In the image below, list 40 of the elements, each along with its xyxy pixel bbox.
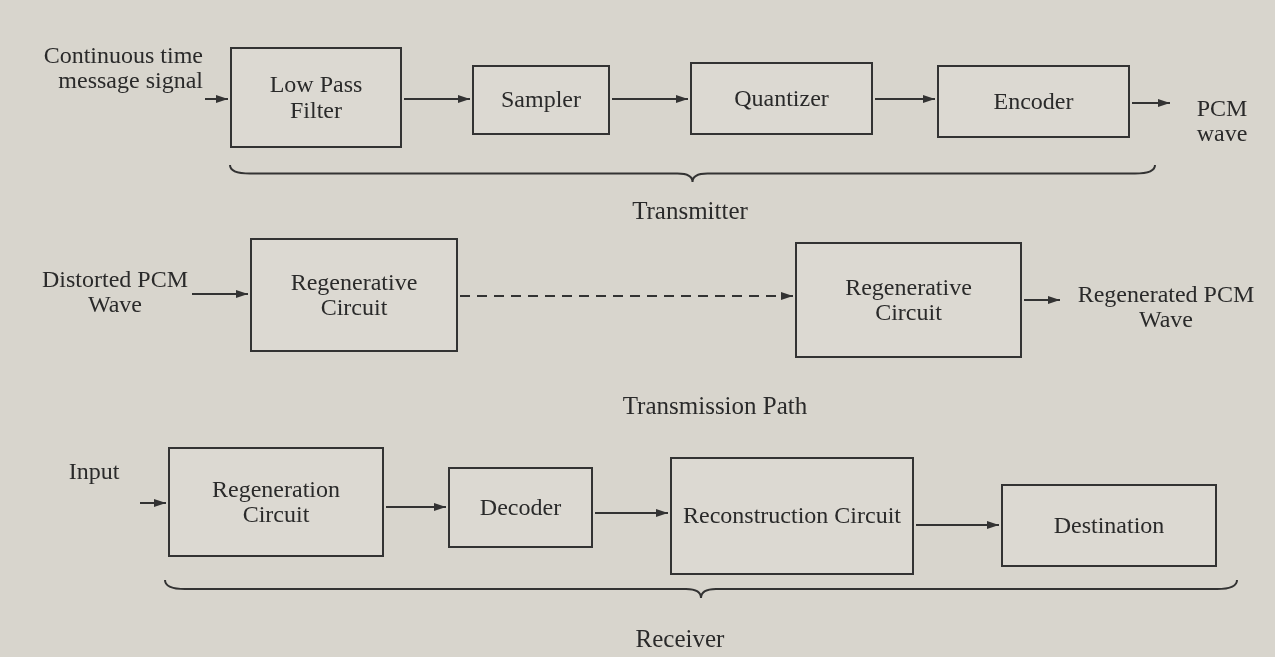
process-box [670,457,914,575]
signal-label: Distorted PCM Wave [41,266,189,318]
arrow [1023,296,1061,304]
process-box [472,65,610,135]
signal-label: Input [68,459,120,485]
section-label: Transmitter [632,197,748,225]
box-label: Regenerative Circuit [844,274,973,326]
process-box [690,62,873,135]
arrow [204,95,229,103]
section-label: Transmission Path [622,392,808,420]
box-label: Regenerative Circuit [289,269,419,321]
arrow [1131,99,1171,107]
box-label: Reconstruction Circuit [683,503,901,529]
arrow [139,499,167,507]
box-label: Regeneration Circuit [211,476,341,528]
box-label: Sampler [501,87,581,113]
arrow [594,509,669,517]
process-box [795,242,1022,358]
process-box [448,467,593,548]
arrow [915,521,1000,529]
process-box [230,47,402,148]
section-label: Receiver [635,625,725,653]
arrow [385,503,447,511]
arrow [459,292,794,300]
box-label: Low Pass Filter [268,72,364,123]
signal-label: Regenerated PCM Wave [1076,281,1256,333]
signal-label: PCM wave [1195,95,1249,147]
box-label: Encoder [993,88,1074,115]
process-box [937,65,1130,138]
process-box [250,238,458,352]
arrow [874,95,936,103]
process-box [168,447,384,557]
box-label: Quantizer [734,85,829,112]
arrow [191,290,249,298]
box-label: Destination [1053,512,1165,539]
process-box [1001,484,1217,567]
signal-label: Continuous time message signal [42,42,203,94]
box-label: Decoder [479,494,562,521]
arrow [403,95,471,103]
arrow [611,95,689,103]
